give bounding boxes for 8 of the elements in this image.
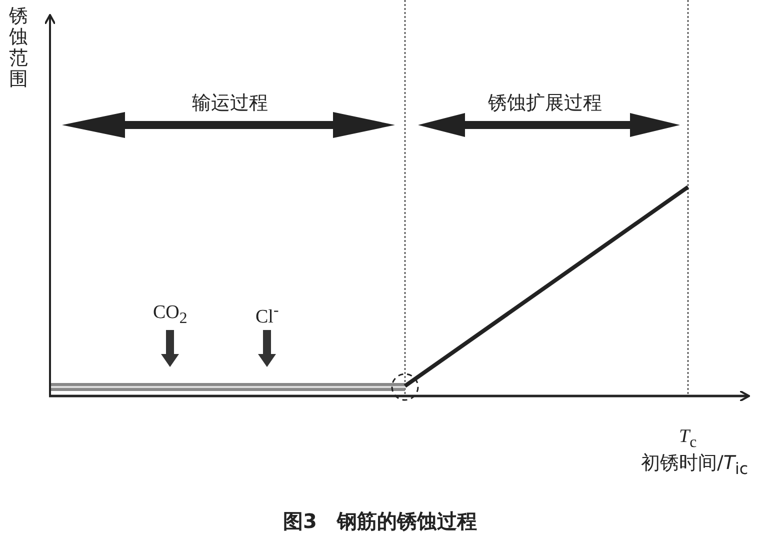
phase-label: 锈蚀扩展过程 [488, 92, 602, 115]
axis-title: 初锈时间/T$_{ic}$ [641, 452, 748, 478]
species-label: CO$_{2}$ [153, 302, 188, 329]
species-label: Cl$^{-}$ [256, 302, 279, 330]
figure-caption: 图3 钢筋的锈蚀过程 [282, 508, 478, 535]
tick-label: T$_{c}$ [679, 426, 697, 453]
axis-title: 锈蚀范围 [9, 6, 28, 90]
phase-label: 输运过程 [192, 92, 268, 115]
